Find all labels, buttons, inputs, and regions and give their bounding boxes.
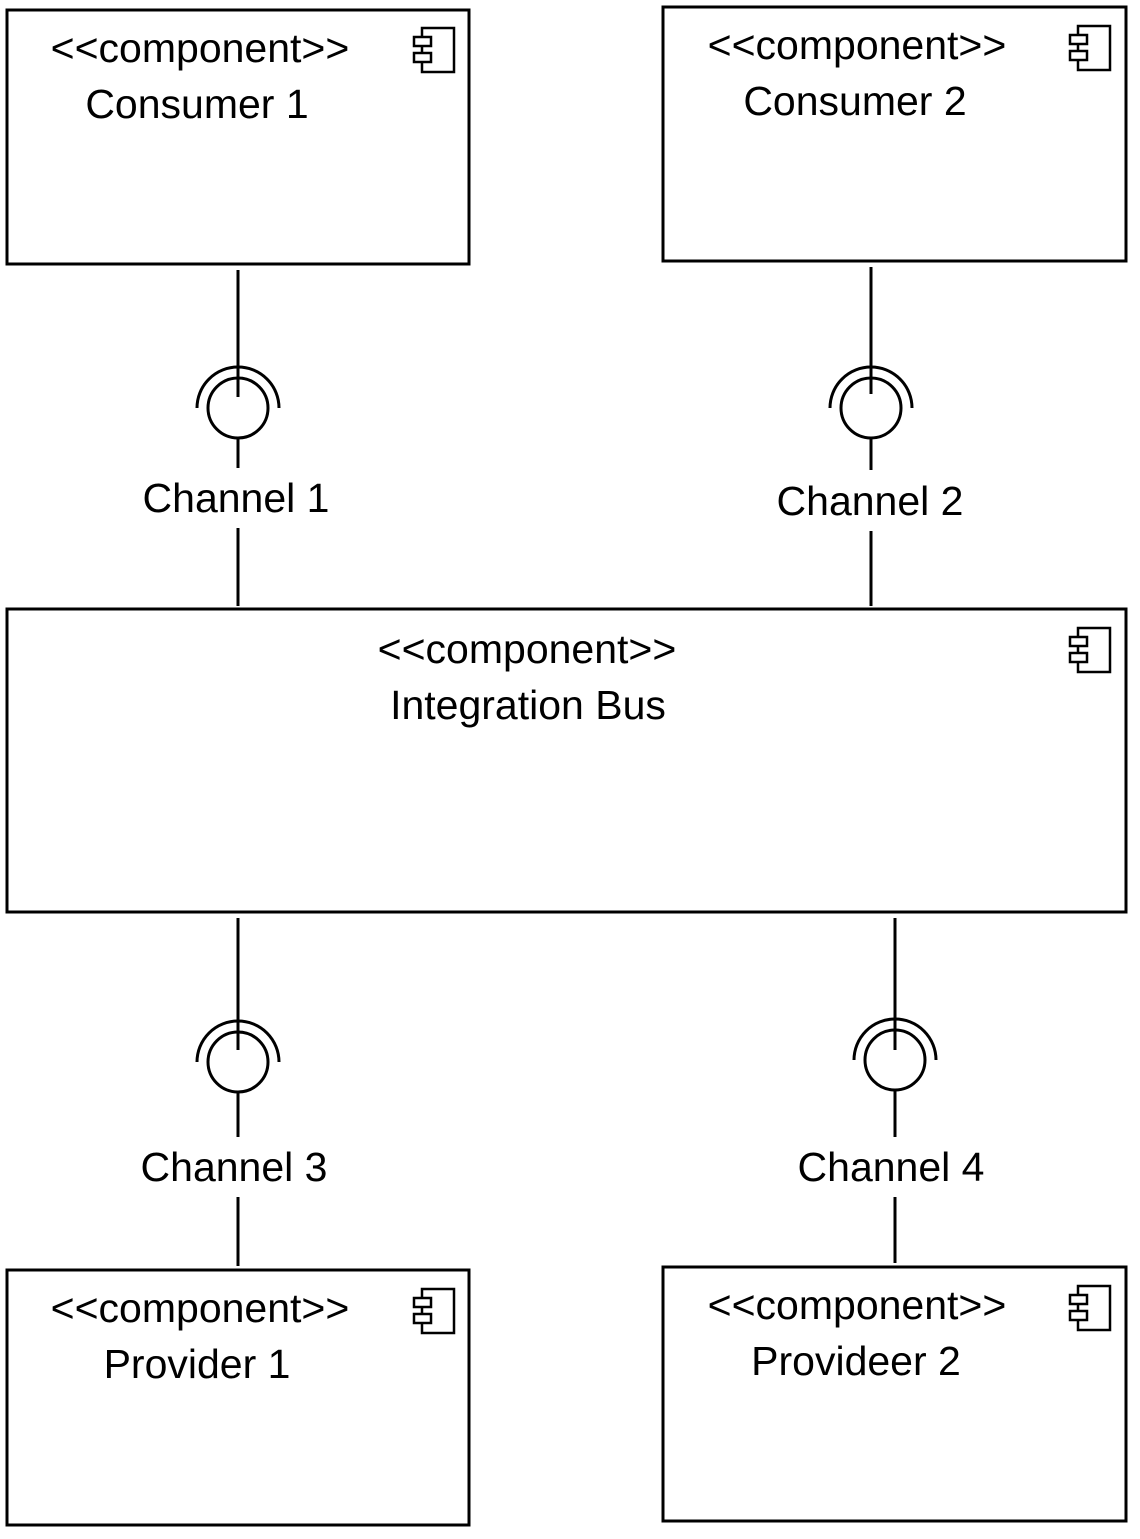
component-name: Consumer 1 [85, 81, 308, 127]
channel-1-label: Channel 1 [143, 475, 330, 521]
component-name: Provideer 2 [751, 1338, 961, 1384]
component-consumer-2: <<component>> Consumer 2 [661, 5, 1128, 263]
component-stereotype: <<component>> [51, 25, 350, 71]
component-icon [412, 1287, 456, 1335]
channel-2-label: Channel 2 [777, 478, 964, 524]
component-icon [1068, 1284, 1112, 1332]
channel-1-connector [195, 270, 281, 606]
channel-2-connector [828, 267, 914, 606]
component-name: Provider 1 [104, 1341, 291, 1387]
channel-3-label: Channel 3 [141, 1144, 328, 1190]
component-icon [1068, 24, 1112, 72]
channel-4-connector [852, 918, 938, 1263]
component-name: Integration Bus [390, 682, 666, 728]
component-integration-bus: <<component>> Integration Bus [5, 607, 1128, 914]
channel-3-connector [195, 918, 281, 1266]
component-provider-1: <<component>> Provider 1 [5, 1268, 471, 1527]
component-icon [412, 26, 456, 74]
component-stereotype: <<component>> [708, 22, 1007, 68]
component-stereotype: <<component>> [708, 1282, 1007, 1328]
component-provider-2: <<component>> Provideer 2 [661, 1265, 1128, 1523]
component-stereotype: <<component>> [51, 1285, 350, 1331]
component-consumer-1: <<component>> Consumer 1 [5, 8, 471, 266]
component-icon [1068, 626, 1112, 674]
component-name: Consumer 2 [743, 78, 966, 124]
component-stereotype: <<component>> [378, 626, 677, 672]
channel-4-label: Channel 4 [798, 1144, 985, 1190]
